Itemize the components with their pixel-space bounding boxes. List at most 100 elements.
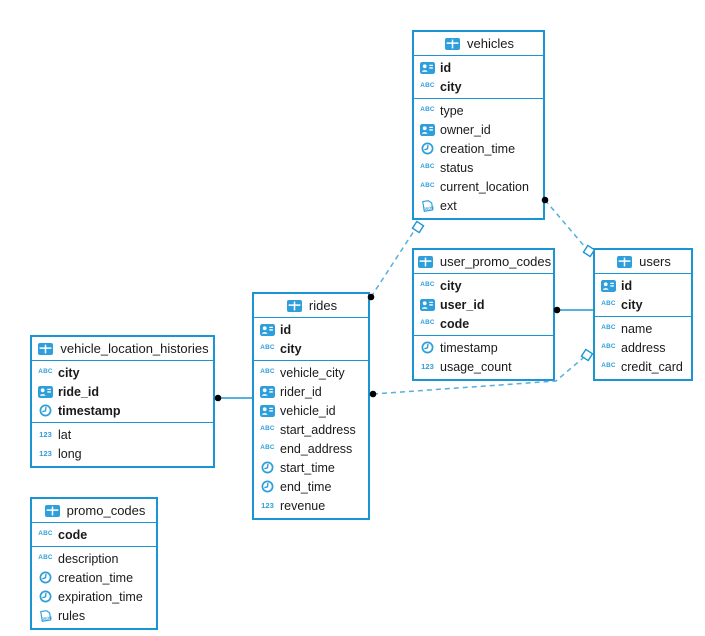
column-name-label: current_location	[440, 179, 529, 194]
numeric-123-icon: 123	[36, 431, 55, 439]
column-name-label: end_address	[280, 441, 353, 456]
column-name-label: city	[440, 79, 462, 94]
column-creation_time: creation_time	[414, 139, 543, 158]
123-glyph: 123	[39, 448, 52, 458]
table-title: rides	[308, 298, 338, 313]
column-name-label: creation_time	[58, 570, 134, 585]
column-name-label: start_time	[280, 460, 335, 475]
abc-text-icon: ABC	[36, 530, 55, 538]
column-name-label: code	[440, 316, 470, 331]
column-name-label: status	[440, 160, 474, 175]
clock-icon	[418, 341, 437, 354]
column-name-label: code	[58, 527, 88, 542]
column-city: ABC city	[414, 77, 543, 96]
column-id: id	[254, 320, 368, 339]
abc-text-icon: ABC	[36, 368, 55, 375]
column-user_id: user_id	[414, 295, 553, 314]
abc-glyph: ABC	[420, 106, 435, 114]
numeric-123-icon: 123	[418, 363, 437, 371]
abc-text-icon: ABC	[258, 444, 277, 452]
table-header[interactable]: vehicles	[414, 32, 543, 56]
column-end_time: end_time	[254, 477, 368, 496]
column-id: id	[595, 276, 691, 295]
abc-text-icon: ABC	[258, 368, 277, 376]
abc-text-icon: ABC	[36, 554, 55, 561]
123-glyph: 123	[39, 429, 52, 439]
table-header[interactable]: vehicle_location_histories	[32, 337, 213, 361]
id-card-icon	[418, 123, 437, 136]
table-title: users	[639, 254, 671, 269]
abc-glyph: ABC	[420, 82, 435, 90]
table-title: vehicle_location_histories	[60, 341, 209, 356]
column-name-label: city	[621, 297, 643, 312]
abc-text-icon: ABC	[258, 425, 277, 433]
column-name-label: long	[58, 446, 82, 461]
fk-endpoint-dot	[369, 390, 377, 398]
column-name-label: revenue	[280, 498, 326, 513]
abc-glyph: ABC	[601, 343, 616, 351]
abc-glyph: ABC	[601, 324, 616, 332]
table-title: user_promo_codes	[439, 254, 552, 269]
column-ext: JSON ext	[414, 196, 543, 215]
column-name-label: vehicle_city	[280, 365, 345, 380]
123-glyph: 123	[261, 500, 274, 510]
pk-separator	[32, 422, 213, 423]
column-name-label: creation_time	[440, 141, 516, 156]
id-card-icon	[418, 61, 437, 74]
abc-text-icon: ABC	[418, 281, 437, 288]
column-start_time: start_time	[254, 458, 368, 477]
relation-vehicle_location_histories-rides	[214, 394, 252, 402]
clock-icon	[36, 404, 55, 417]
column-name-label: id	[621, 278, 633, 293]
abc-glyph: ABC	[38, 530, 53, 538]
column-lat: 123 lat	[32, 425, 213, 444]
table-title: vehicles	[467, 36, 514, 51]
column-name-label: ext	[440, 198, 457, 213]
column-name-label: type	[440, 103, 464, 118]
column-name-label: lat	[58, 427, 72, 442]
table-grid-icon	[416, 255, 435, 268]
table-header[interactable]: rides	[254, 294, 368, 318]
abc-text-icon: ABC	[418, 182, 437, 189]
relation-line	[370, 230, 415, 298]
pk-separator	[595, 316, 691, 317]
table-grid-icon	[285, 299, 304, 312]
clock-icon	[36, 590, 55, 603]
abc-text-icon: ABC	[599, 362, 618, 369]
column-name-label: city	[280, 341, 302, 356]
pk-separator	[414, 335, 553, 336]
json-glyph: JSON	[423, 205, 434, 211]
json-doc-icon: JSON	[36, 609, 55, 623]
table-header[interactable]: user_promo_codes	[414, 250, 553, 274]
table-header[interactable]: promo_codes	[32, 499, 156, 523]
column-code: ABC code	[32, 525, 156, 544]
table-header[interactable]: users	[595, 250, 691, 274]
abc-glyph: ABC	[260, 425, 275, 433]
abc-glyph: ABC	[260, 444, 275, 452]
relation-line	[544, 199, 586, 248]
id-card-icon	[258, 323, 277, 336]
fk-endpoint-dot	[214, 394, 222, 402]
column-end_address: ABC end_address	[254, 439, 368, 458]
column-vehicle_city: ABC vehicle_city	[254, 363, 368, 382]
table-grid-icon	[36, 342, 55, 355]
id-card-icon	[418, 298, 437, 311]
column-name-label: vehicle_id	[280, 403, 336, 418]
column-name-label: rules	[58, 608, 86, 623]
column-name-label: owner_id	[440, 122, 491, 137]
column-name-label: id	[280, 322, 292, 337]
clock-icon	[258, 461, 277, 474]
abc-glyph: ABC	[260, 368, 275, 376]
